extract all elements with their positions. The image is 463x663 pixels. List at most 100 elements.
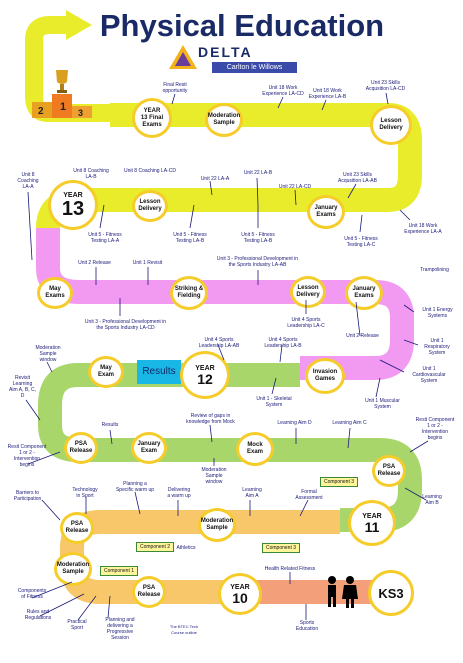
label-u1-revisit: Unit 1 Revisit <box>132 260 163 266</box>
label-u18-work-b: Unit 18 Work Experience LA-B <box>308 88 347 100</box>
label-review-gaps: Review of gaps in knowledge from Mock <box>186 413 235 425</box>
label-la-c: Learning Aim C <box>332 420 367 426</box>
label-rules: Rules and Regulations <box>24 609 52 621</box>
label-u23-skills-ab: Unit 23 Skills Acqusition LA-AB <box>338 172 377 184</box>
label-delivering-warmup: Delivering a warm up <box>167 487 191 499</box>
label-btec-outline: The BTEC Tech Course outline <box>169 624 199 635</box>
label-u1-cardio: Unit 1 Cardiovascular System <box>412 366 446 384</box>
label-u1-energy: Unit 1 Energy Systems <box>422 307 453 319</box>
component1: Component 1 <box>100 566 139 576</box>
january-exams-2: January Exams <box>345 276 383 310</box>
striking-fielding: Striking & Fielding <box>170 276 208 310</box>
label-resit-right: Resit Component 1 or 2 - Intervention be… <box>415 417 455 441</box>
component2: Component 2 <box>136 542 175 552</box>
label-trampolining: Trampolining <box>420 267 449 273</box>
label-planning-warmup: Planning a Specific warm up <box>115 481 155 493</box>
year13-label: YEAR <box>63 191 83 199</box>
label-mod-window-1: Moderation Sample window <box>35 345 61 363</box>
label-u4-lead-c: Unit 4 Sports Leadership LA-C <box>287 317 325 329</box>
label-formal-assessment: Formal Assessment <box>295 489 323 501</box>
year11-label: YEAR <box>362 512 382 520</box>
road-arrowhead <box>66 10 92 40</box>
moderation-sample-1: Moderation Sample <box>205 103 243 137</box>
svg-text:2: 2 <box>38 106 44 117</box>
label-results-2: Results <box>101 422 119 428</box>
label-practical: Practical Sport <box>67 619 87 631</box>
students-icon <box>328 576 358 608</box>
label-u8-coaching-a: Unit 8 Coaching LA-A <box>17 172 39 190</box>
label-u2-release-2: Unit 2 Release <box>346 333 379 339</box>
svg-text:1: 1 <box>60 101 66 113</box>
may-exams: May Exams <box>37 277 73 309</box>
label-la-d: Learning Aim D <box>277 420 312 426</box>
lesson-delivery-2: Lesson Delivery <box>132 190 168 222</box>
label-u3-prof-cd: Unit 3 - Professional Development in the… <box>84 319 167 331</box>
label-u1-muscular: Unit 1 Muscular System <box>365 398 400 410</box>
label-sports-education: Sports Education <box>295 620 319 632</box>
year10-circle: YEAR 10 <box>218 573 262 615</box>
psa-release-2: PSA Release <box>372 455 406 487</box>
label-components-fitness: Components of Fitness <box>17 588 47 600</box>
year10-label: YEAR <box>230 583 250 591</box>
podium-icon: 1 2 3 <box>32 70 92 118</box>
may-exam: May Exam <box>88 356 124 388</box>
label-u8-coaching-cd: Unit 8 Coaching LA-CD <box>124 168 176 174</box>
component3-bottom: Component 3 <box>262 543 301 553</box>
psa-release-4: PSA Release <box>132 576 166 608</box>
year13-circle: YEAR 13 <box>48 180 98 230</box>
year13-final-exams: YEAR 13 Final Exams <box>132 98 172 138</box>
invasion-games: Invasion Games <box>305 358 345 394</box>
label-u5-fit-a: Unit 5 - Fitness Testing LA-A <box>88 232 122 244</box>
label-u18-work-cd: Unit 18 Work Experience LA-CD <box>262 85 304 97</box>
label-la-b: Learning Aim B <box>422 494 442 506</box>
label-la-a: Learning Aim A <box>242 487 262 499</box>
label-u1-resp: Unit 1 Respiratory System <box>424 338 450 356</box>
label-health-fitness: Health Related Fitness <box>264 566 316 572</box>
year12-circle: YEAR 12 <box>180 351 230 399</box>
january-exams-1: January Exams <box>307 195 345 229</box>
moderation-sample-3: Moderation Sample <box>54 552 92 586</box>
january-exam: January Exam <box>131 432 167 464</box>
year12-number: 12 <box>197 370 213 387</box>
label-mod-window-2: Moderation Sample window <box>201 467 227 485</box>
label-u1-skeletal: Unit 1 - Skeletal System <box>256 396 292 408</box>
label-resit-left: Resit Component 1 or 2 - Intervention be… <box>7 444 47 468</box>
logo-name: DELTA <box>198 44 253 60</box>
year12-label: YEAR <box>195 364 215 372</box>
label-u18-work-a: Unit 18 Work Experience LA-A <box>404 223 442 235</box>
label-u4-lead-b: Unit 4 Sports Leadership LA-B <box>264 337 302 349</box>
ks3-circle: KS3 <box>368 570 414 616</box>
road-green <box>38 363 422 532</box>
mock-exam: Mock Exam <box>236 432 274 466</box>
label-final-resit: Final Resit opportunity <box>162 82 188 94</box>
label-u5-fit-b2: Unit 5 - Fitness Testing LA-B <box>241 232 275 244</box>
lesson-delivery-3: Lesson Delivery <box>290 276 326 308</box>
lesson-delivery-1: Lesson Delivery <box>370 105 412 145</box>
delta-logo-icon <box>169 45 197 69</box>
year11-number: 11 <box>364 518 380 535</box>
label-athletics: Athletics <box>176 545 196 551</box>
label-technology: Technology in Sport <box>72 487 98 499</box>
results-box: Results <box>137 360 181 384</box>
svg-text:3: 3 <box>78 108 83 118</box>
label-planning-progressive: Planning and delivering a Progressive Se… <box>105 617 135 641</box>
label-u22-a: Unit 22 LA-A <box>200 176 230 182</box>
label-u2-release-1: Unit 2 Release <box>78 260 111 266</box>
label-revisit-abcd: Revisit Learning Aim A, B, C, D <box>9 375 36 399</box>
label-u4-lead-ab: Unit 4 Sports Leadership LA-AB <box>198 337 240 349</box>
label-u8-coaching-b: Unit 8 Coaching LA-B <box>73 168 109 180</box>
psa-release-1: PSA Release <box>64 432 98 464</box>
year13-number: 13 <box>61 197 85 220</box>
year11-circle: YEAR 11 <box>348 500 396 546</box>
label-u23-skills-cd: Unit 23 Skills Acqusition LA-CD <box>365 80 406 92</box>
component3-top: Component 3 <box>320 477 359 487</box>
label-u22-cd: Unit 22 LA-CD <box>278 184 312 190</box>
logo-subtitle: Carlton le Willows <box>212 62 297 73</box>
psa-release-3: PSA Release <box>60 512 94 544</box>
label-u5-fit-c: Unit 5 - Fitness Testing LA-C <box>344 236 378 248</box>
label-u5-fit-b1: Unit 5 - Fitness Testing LA-B <box>173 232 207 244</box>
year10-number: 10 <box>232 589 248 606</box>
label-u3-prof-ab: Unit 3 - Professional Development in the… <box>216 256 299 268</box>
label-u22-b: Unit 22 LA-B <box>243 170 273 176</box>
